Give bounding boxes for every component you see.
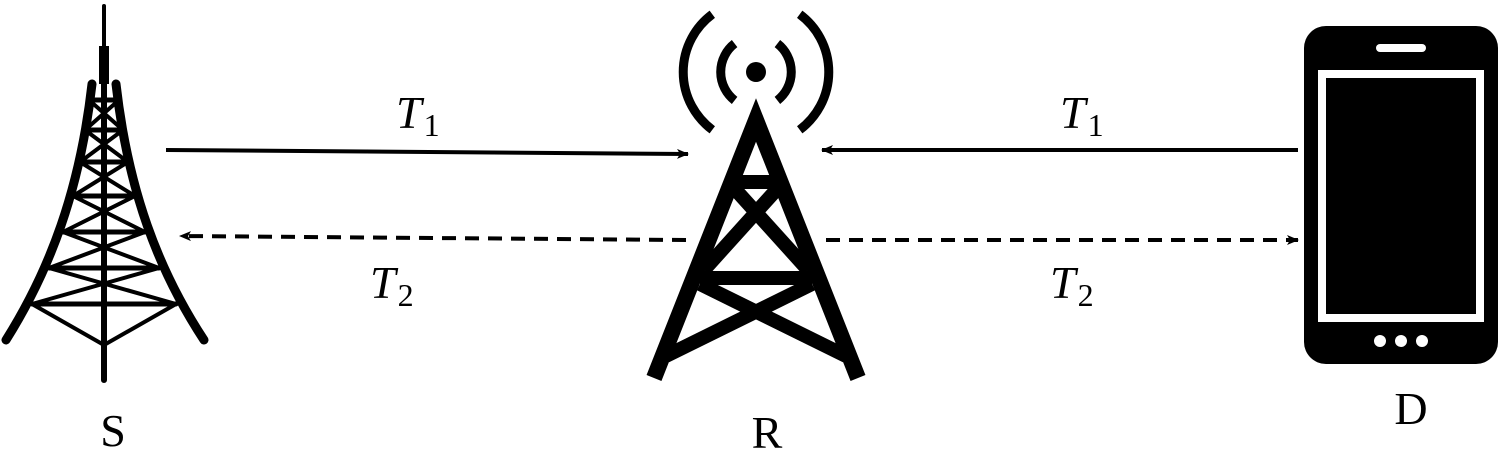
link-label-d-to-r: T1	[1060, 87, 1104, 143]
smartphone-icon	[1304, 26, 1498, 364]
tower-icon	[1, 4, 209, 383]
link-label-r-to-s: T2	[370, 257, 414, 313]
node-label-destination: D	[1394, 383, 1427, 434]
node-label-source: S	[100, 405, 126, 456]
relay-antenna-icon	[646, 10, 866, 381]
link-arrow-r-to-s	[179, 231, 687, 242]
link-label-s-to-r: T1	[396, 87, 440, 143]
link-arrow-s-to-r	[165, 148, 689, 159]
link-label-r-to-d: T2	[1050, 257, 1094, 313]
node-label-relay: R	[752, 407, 783, 458]
